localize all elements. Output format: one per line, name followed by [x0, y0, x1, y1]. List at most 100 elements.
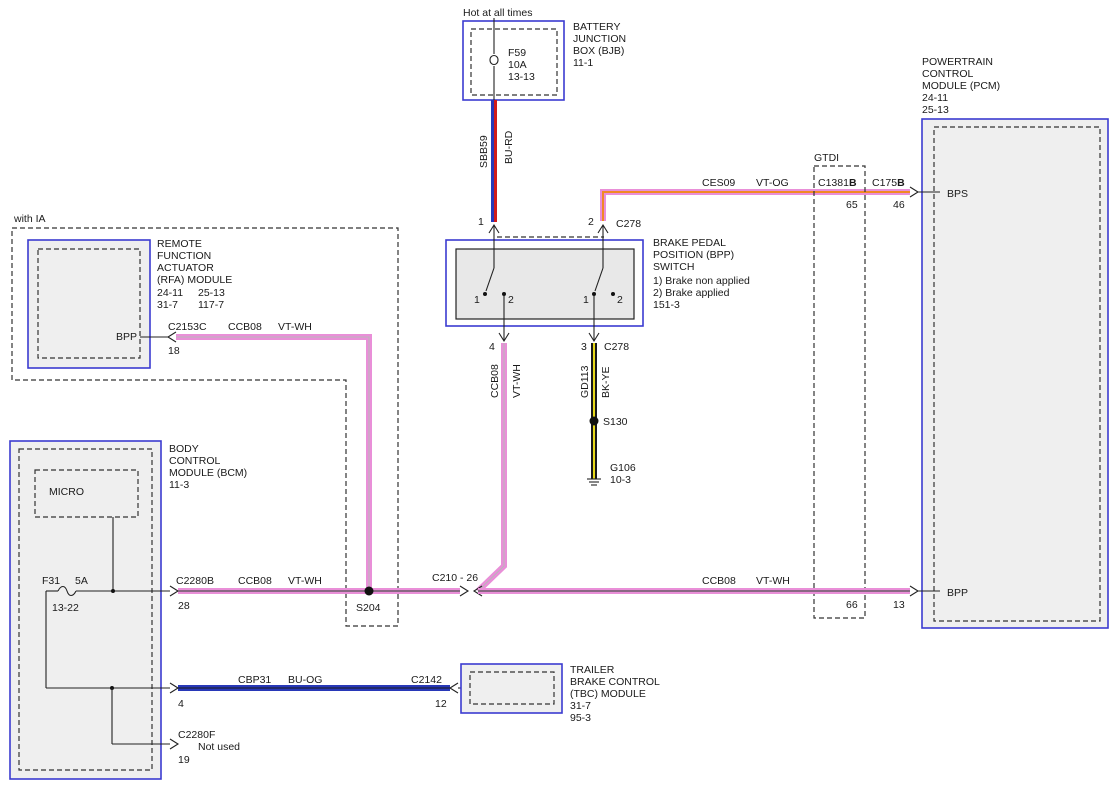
pcm-title-3: MODULE (PCM) [922, 80, 1000, 92]
gtdi-label: GTDI [814, 152, 839, 164]
bpp-pin-top-left: 1 [478, 216, 484, 228]
tbc-title-1: TRAILER [570, 664, 615, 676]
pcm-module[interactable]: POWERTRAIN CONTROL MODULE (PCM) 24-11 25… [872, 56, 1109, 629]
battery-junction-box[interactable]: Hot at all times BATTERY JUNCTION BOX (B… [462, 7, 626, 101]
bpp-pin-bottom-left: 4 [489, 341, 495, 353]
bjb-ref: 11-1 [573, 57, 593, 69]
bcm-title-1: BODY [169, 443, 199, 455]
tbc-ref-1: 31-7 [570, 700, 591, 712]
bpp-pin-bottom-right: 3 [581, 341, 587, 353]
unused-connector: C2280F [178, 729, 215, 741]
ground-wire-color-code: BK-YE [600, 366, 612, 398]
pcm-title-1: POWERTRAIN [922, 56, 993, 68]
splice-s130-dot [589, 416, 599, 426]
tbc-wire-tbc-pin: 12 [435, 698, 447, 710]
bcm-module[interactable]: BODY CONTROL MODULE (BCM) 11-3 MICRO F31… [9, 440, 247, 780]
bpp-switch-arm-right [594, 267, 604, 292]
bjb-title-2: JUNCTION [573, 33, 626, 45]
ground-name: G106 [610, 462, 636, 474]
unused-note: Not used [198, 741, 240, 753]
ces-wire-circuit: CES09 [702, 177, 735, 189]
bjb-hot-note: Hot at all times [463, 7, 532, 19]
bpp-contact-right-2: 2 [617, 294, 623, 306]
bcm-fuse-symbol [57, 585, 77, 597]
tbc-wire-circuit: CBP31 [238, 674, 271, 686]
bpp-legend-1: 1) Brake non applied [653, 275, 750, 287]
bpp-contact-left-2: 2 [508, 294, 514, 306]
pcm-title-2: CONTROL [922, 68, 973, 80]
ces-wire-vt-og [600, 189, 910, 221]
bcm-fuse-ref: 13-22 [52, 602, 79, 614]
rfa-ref-3: 31-7 [157, 299, 178, 311]
tbc-module[interactable]: TRAILER BRAKE CONTROL (TBC) MODULE 31-7 … [460, 663, 660, 724]
bcm-fuse-name: F31 [42, 575, 60, 587]
pcm-ref-2: 25-13 [922, 104, 949, 116]
gtdi-connector[interactable]: GTDI C1381B 65 66 [813, 152, 866, 619]
rfa-input: BPP [116, 331, 137, 343]
pcm-pin-bpp: 13 [893, 599, 905, 611]
pcm-pin-bps: 46 [893, 199, 905, 211]
bcm-title-2: CONTROL [169, 455, 220, 467]
bjb-fuse-name: F59 [508, 47, 526, 59]
ground-wire-circuit: GD113 [579, 365, 591, 398]
rfa-pin: 18 [168, 345, 180, 357]
bpp-pin-top-right: 2 [588, 216, 594, 228]
bpp-title-2: POSITION (BPP) [653, 249, 734, 261]
bpp-switch[interactable]: BRAKE PEDAL POSITION (BPP) SWITCH 1) Bra… [445, 237, 750, 327]
tbc-wire-color-code: BU-OG [288, 674, 322, 686]
gtdi-pin-bottom: 66 [846, 599, 858, 611]
bcm-ref: 11-3 [169, 479, 189, 491]
bpp-connector-bottom: C278 [604, 341, 629, 353]
splice-s204-dot [364, 586, 374, 596]
rfa-connector: C2153C [168, 321, 207, 333]
gtdi-connector-name: C1381B [818, 177, 857, 189]
bcm-title-3: MODULE (BCM) [169, 467, 247, 479]
bjb-wire-circuit: SBB59 [478, 135, 490, 168]
rfa-title-1: REMOTE [157, 238, 202, 250]
tbc-title-2: BRAKE CONTROL [570, 676, 660, 688]
bjb-title-3: BOX (BJB) [573, 45, 624, 57]
pcm-input-bpp: BPP [947, 587, 968, 599]
bpp-legend-2: 2) Brake applied [653, 287, 730, 299]
rfa-module[interactable]: BPP REMOTE FUNCTION ACTUATOR (RFA) MODUL… [27, 238, 232, 369]
bjb-title-1: BATTERY [573, 21, 620, 33]
rfa-wire-color-code: VT-WH [278, 321, 312, 333]
tbc-wire-pin: 4 [178, 698, 184, 710]
ground-splice: S130 [603, 416, 628, 428]
switch-wire-color-code: VT-WH [511, 364, 523, 398]
ground-ref: 10-3 [610, 474, 631, 486]
tbc-wire-connector: C2142 [411, 674, 442, 686]
bpp-contact-left-1: 1 [474, 294, 480, 306]
rfa-wire-vt-wh [176, 334, 372, 591]
bcm-micro-label: MICRO [49, 486, 84, 498]
gtdi-pin-top: 65 [846, 199, 858, 211]
rfa-group-label: with IA [13, 213, 46, 225]
bjb-fuse-symbol [489, 54, 499, 66]
bpp-title-3: SWITCH [653, 261, 694, 273]
bcm-fuse-rating: 5A [75, 575, 88, 587]
ces-wire-color-code: VT-OG [756, 177, 789, 189]
bcm-micro-block [34, 469, 139, 518]
bcm-wire-color-code: VT-WH [288, 575, 322, 587]
bpp-title-1: BRAKE PEDAL [653, 237, 726, 249]
tbc-title-3: (TBC) MODULE [570, 688, 646, 700]
bcm-wire-connector: C2280B [176, 575, 214, 587]
bpp-connector-top: C278 [616, 218, 641, 230]
rfa-title-4: (RFA) MODULE [157, 274, 232, 286]
ground-wire-bk-ye [591, 343, 597, 479]
pcm-bpp-wire-color-code: VT-WH [756, 575, 790, 587]
pcm-ref-1: 24-11 [922, 92, 948, 104]
bpp-switch-arm-left [485, 267, 495, 292]
ground-symbol-icon [587, 478, 601, 486]
unused-pin: 19 [178, 754, 190, 766]
bpp-switch-body [455, 248, 635, 320]
rfa-title-2: FUNCTION [157, 250, 211, 262]
pcm-input-bps: BPS [947, 188, 968, 200]
bpp-ref: 151-3 [653, 299, 680, 311]
switch-wire-circuit: CCB08 [489, 364, 501, 398]
rfa-group: with IA [11, 213, 399, 627]
inline-connector-label: C210 - 26 [432, 572, 478, 584]
rfa-ref-4: 117-7 [198, 299, 224, 311]
pcm-connector: C175B [872, 177, 905, 189]
